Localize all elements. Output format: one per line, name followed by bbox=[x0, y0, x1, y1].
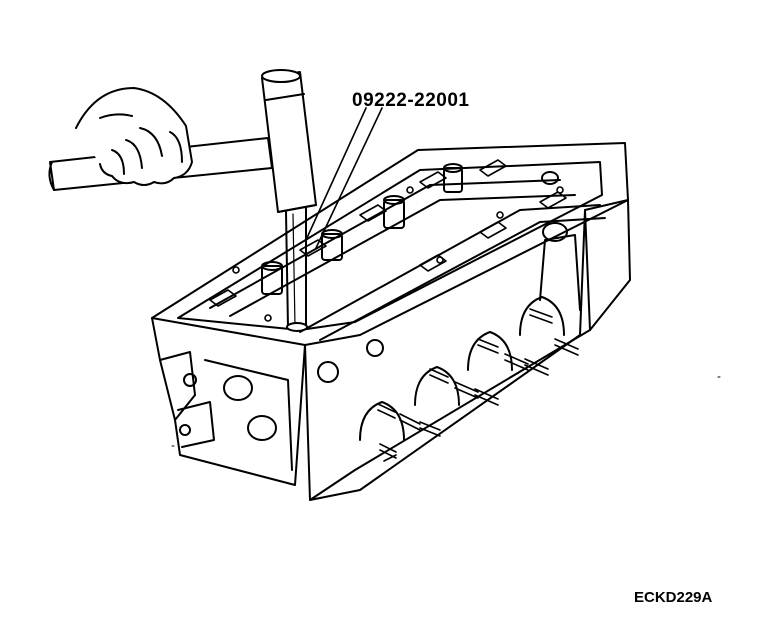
cylinder-head bbox=[151, 142, 631, 501]
tool-part-number-label: 09222-22001 bbox=[352, 90, 470, 111]
side-ports bbox=[359, 234, 581, 441]
cam-cap-lugs bbox=[209, 159, 567, 322]
end-face-ports bbox=[179, 339, 384, 441]
special-tool-drift bbox=[261, 69, 317, 332]
figure-code: ECKD229A bbox=[634, 589, 713, 606]
manifold-studs bbox=[377, 308, 579, 462]
stray-marks bbox=[171, 376, 721, 447]
hammer-and-hand bbox=[48, 87, 273, 191]
leader-lines bbox=[305, 107, 383, 249]
